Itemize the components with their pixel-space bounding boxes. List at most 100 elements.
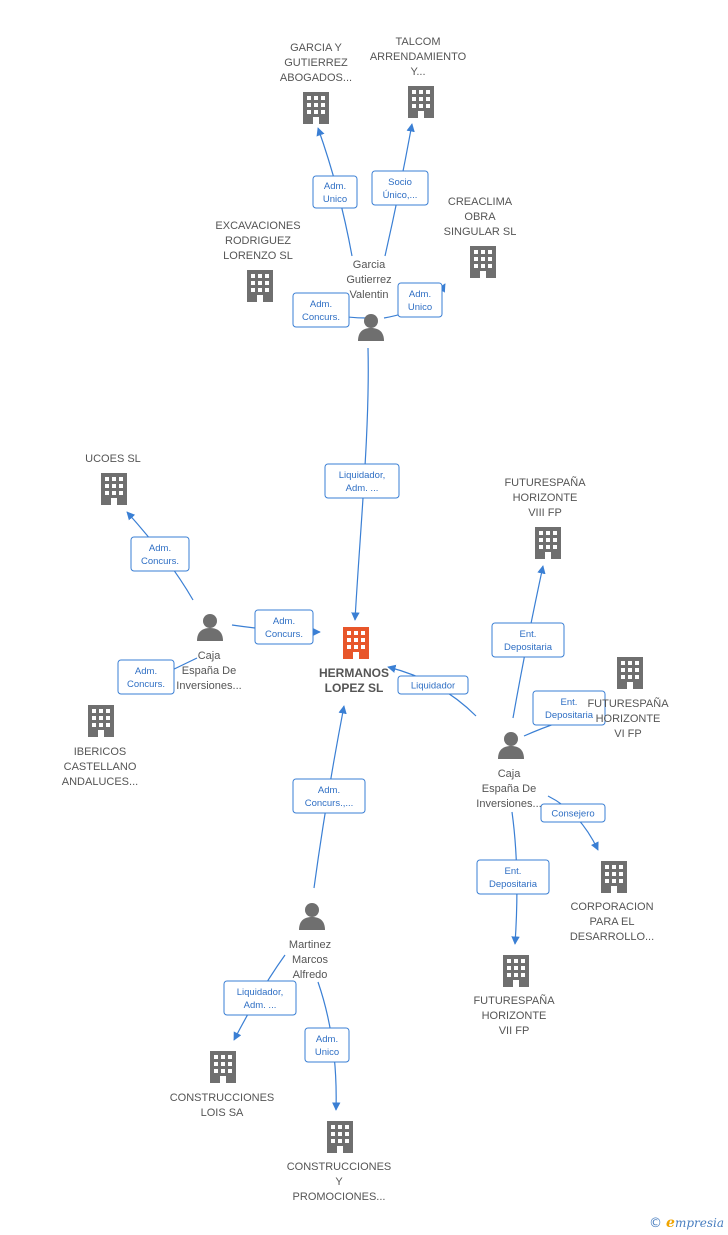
edge-e1: Adm.Unico	[312, 127, 358, 257]
edge-e3: Adm.Concurs.	[292, 292, 368, 328]
node-label-line: Inversiones...	[476, 798, 541, 810]
edge-label-text: Depositaria	[504, 642, 553, 653]
building-icon	[503, 955, 529, 987]
node-label-line: Valentin	[350, 289, 389, 301]
edge-label[interactable]: Consejero	[540, 803, 606, 823]
edge-e10: Ent.Depositaria	[523, 690, 606, 737]
edge-e16: Adm.Unico	[304, 981, 350, 1111]
edge-label-box	[223, 980, 297, 1016]
edge-label[interactable]: Adm.Concurs.	[292, 292, 350, 328]
edge-label[interactable]: Ent.Depositaria	[532, 690, 606, 726]
edge-label-text: Adm. ...	[346, 483, 379, 494]
edge-label-box	[491, 622, 565, 658]
edge-label[interactable]: Adm. Concurs.	[254, 609, 314, 645]
edge-label-text: Unico	[315, 1047, 339, 1058]
edge-e12: Consejero	[540, 795, 606, 851]
edge-label-text: Adm.	[149, 543, 171, 554]
company-node-garcia-gutierrez-abogados[interactable]: GARCIA YGUTIERREZABOGADOS...	[280, 42, 352, 124]
edge-label-box	[130, 536, 190, 572]
node-label-line: Gutierrez	[346, 274, 391, 286]
edge-label[interactable]: SocioÚnico,...	[371, 170, 429, 206]
edge-label[interactable]: Ent.Depositaria	[491, 622, 565, 658]
node-label-line: ARRENDAMIENTO	[370, 51, 467, 63]
node-label-line: VI FP	[614, 728, 642, 740]
node-label-line: Caja	[198, 650, 222, 662]
node-label-line: EXCAVACIONES	[215, 220, 300, 232]
edge-label[interactable]: Liquidador,Adm. ...	[223, 980, 297, 1016]
company-node-ibericos[interactable]: IBERICOSCASTELLANOANDALUCES...	[62, 705, 138, 788]
node-label-line: ABOGADOS...	[280, 72, 352, 84]
edge-label[interactable]: Adm.Concurs.,...	[292, 778, 366, 814]
edge-label[interactable]: Adm. Concurs.	[130, 536, 190, 572]
node-label-line: Martinez	[289, 939, 331, 951]
edge-label-box	[476, 859, 550, 895]
node-label-line: Alfredo	[293, 969, 328, 981]
edge-label[interactable]: Adm.Unico	[304, 1027, 350, 1063]
edge-label-text: Concurs.	[265, 629, 303, 640]
edge-label-text: Unico	[323, 194, 347, 205]
edge-e9: Ent.Depositaria	[491, 565, 565, 719]
edge-label-box	[304, 1027, 350, 1063]
node-label-line: GUTIERREZ	[284, 57, 348, 69]
edge-label[interactable]: Ent. Depositaria	[476, 859, 550, 895]
edge-label-box	[397, 675, 469, 695]
node-label-line: CONSTRUCCIONES	[287, 1161, 392, 1173]
building-icon	[101, 473, 127, 505]
edge-e13: Ent. Depositaria	[476, 811, 550, 945]
node-label-line: Garcia	[353, 259, 386, 271]
node-label-line: LOPEZ SL	[325, 681, 384, 695]
edge-e4: Adm.Unico	[383, 282, 446, 319]
edge-label[interactable]: Adm.Unico	[312, 175, 358, 209]
main-building-icon	[343, 627, 369, 659]
node-label-line: HORIZONTE	[596, 713, 661, 725]
node-label-line: Y	[335, 1176, 343, 1188]
company-node-ucoes[interactable]: UCOES SL	[85, 453, 141, 505]
company-node-talcom[interactable]: TALCOMARRENDAMIENTOY...	[370, 36, 467, 118]
edge-label-text: Ent.	[505, 866, 522, 877]
node-label-line: IBERICOS	[74, 746, 127, 758]
node-label-line: DESARROLLO...	[570, 931, 654, 943]
edge-label-text: Ent.	[561, 697, 578, 708]
edge-label-box	[292, 778, 366, 814]
edge-label[interactable]: Liquidador,Adm. ...	[324, 463, 400, 499]
node-label-line: FUTURESPAÑA	[473, 994, 555, 1007]
edge-e5: Liquidador,Adm. ...	[324, 347, 400, 621]
edge-label-text: Socio	[388, 177, 412, 188]
edge-label[interactable]: Adm.Concurs.	[117, 659, 175, 695]
edge-label[interactable]: Liquidador	[397, 675, 469, 695]
edge-label-text: Adm.	[318, 785, 340, 796]
edge-label-text: Concurs.	[141, 556, 179, 567]
edge-label-text: Concurs.	[302, 312, 340, 323]
node-label-line: HORIZONTE	[513, 492, 578, 504]
building-icon	[247, 270, 273, 302]
node-label-line: OBRA	[464, 211, 496, 223]
building-icon	[470, 246, 496, 278]
building-icon	[210, 1051, 236, 1083]
edge-label[interactable]: Adm.Unico	[397, 282, 443, 318]
company-node-construcciones-promociones[interactable]: CONSTRUCCIONES Y PROMOCIONES...	[287, 1121, 392, 1203]
node-label-line: VII FP	[499, 1025, 530, 1037]
edge-label-text: Depositaria	[489, 879, 538, 890]
node-label-line: VIII FP	[528, 507, 562, 519]
edge-label-text: Único,...	[383, 190, 418, 201]
edge-label-text: Adm.	[273, 616, 295, 627]
node-label-line: PROMOCIONES...	[293, 1191, 386, 1203]
node-label-line: PARA EL	[589, 916, 634, 928]
building-icon	[408, 86, 434, 118]
node-label-line: SINGULAR SL	[444, 226, 517, 238]
copyright-symbol: ©	[649, 1216, 663, 1231]
person-icon	[299, 903, 325, 930]
